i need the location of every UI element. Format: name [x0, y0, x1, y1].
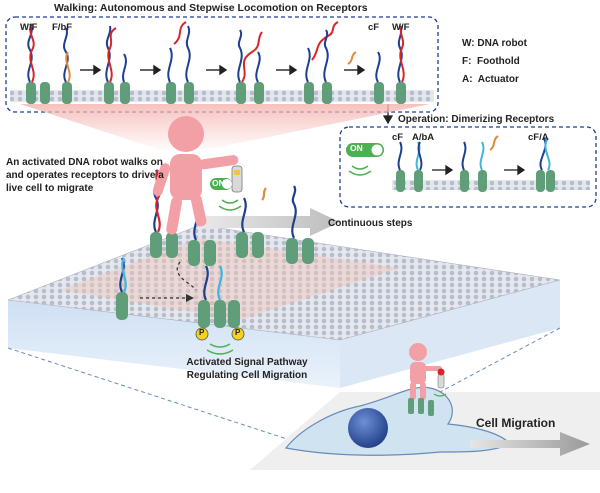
phospho-right: P: [235, 328, 241, 337]
small-robot-figure: [409, 343, 442, 400]
operation-label-cf: cF: [392, 132, 404, 143]
operation-on-label: ON: [350, 143, 363, 153]
membrane-pink-glow: [60, 238, 400, 320]
dimerize-arrowhead: [186, 294, 194, 302]
membrane-top: [7, 224, 561, 341]
focus-beam: [20, 104, 430, 150]
phospho-left: P: [199, 328, 205, 337]
legend-f: F: Foothold: [462, 56, 520, 67]
label-wf-right: W/F: [392, 22, 410, 33]
continuous-steps-label: Continuous steps: [328, 218, 413, 229]
remote-device: [210, 165, 243, 211]
small-remote: [433, 368, 447, 397]
legend-w: W: DNA robot: [462, 38, 527, 49]
migration-arrow: [470, 432, 590, 456]
operation-panel-frame: [339, 126, 597, 208]
label-wf-left: W/F: [20, 22, 38, 33]
continuous-steps-arrow: [200, 208, 340, 236]
walking-membrane: [10, 90, 434, 102]
robot-figure: [152, 116, 239, 235]
operation-arrows: [432, 164, 526, 176]
walking-step-arrows: [80, 64, 366, 76]
label-cf: cF: [368, 22, 380, 33]
dimerize-arrows: [140, 261, 197, 299]
operation-label-cfa: cF/A: [528, 132, 549, 143]
operation-receptors: [396, 170, 555, 192]
cell-migration-label: Cell Migration: [476, 416, 556, 430]
operation-membrane: [392, 180, 590, 190]
main-description: An activated DNA robot walks on and oper…: [6, 157, 164, 194]
projection-lines: [7, 327, 561, 441]
phosphate-badges: [195, 327, 245, 355]
main-on-label: ON: [212, 178, 225, 188]
membrane-receptors: [116, 232, 314, 328]
membrane-side-right: [340, 280, 560, 388]
signal-pathway-label: Activated Signal Pathway Regulating Cell…: [186, 357, 308, 381]
cell-receptors: [408, 398, 434, 416]
walking-receptors: [26, 82, 406, 104]
operation-dna: [397, 135, 551, 171]
nucleus: [348, 408, 388, 448]
walking-panel-title: Walking: Autonomous and Stepwise Locomot…: [54, 2, 368, 14]
label-fbf: F/bF: [52, 22, 73, 33]
walking-dna: [27, 21, 405, 83]
membrane-side: [8, 300, 340, 388]
operation-label-abA: A/bA: [412, 132, 435, 143]
walking-panel-frame: [5, 16, 439, 113]
cell-body: [284, 386, 511, 456]
operation-panel-title: Operation: Dimerizing Receptors: [398, 114, 555, 125]
legend-a: A: Actuator: [462, 74, 519, 85]
operation-on-switch: [346, 143, 384, 176]
